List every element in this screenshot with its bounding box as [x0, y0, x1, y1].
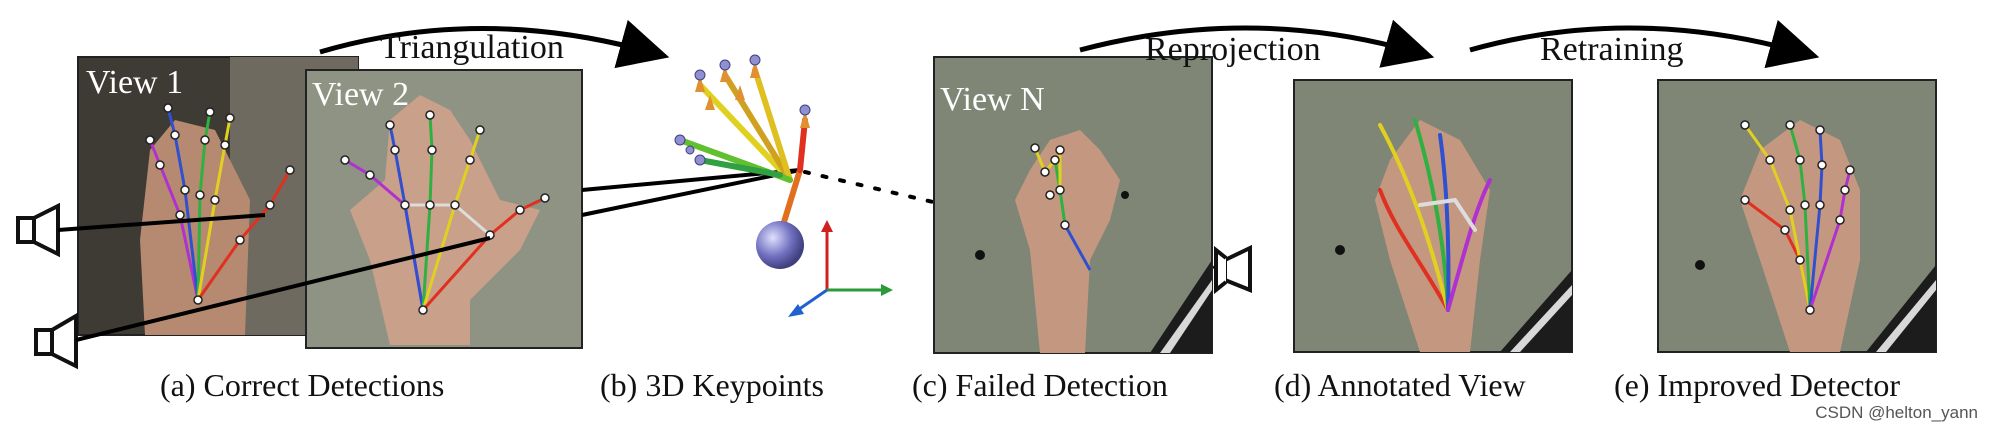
view-n-panel: View N — [933, 56, 1213, 354]
hand-shape — [1015, 130, 1120, 353]
annotated-view-panel — [1293, 79, 1573, 353]
axis-gizmo — [788, 220, 893, 317]
improved-detector-panel — [1657, 79, 1937, 353]
hand-skeleton-view-2 — [340, 110, 550, 315]
3d-keypoints-model — [674, 54, 811, 269]
view-2-panel: View 2 — [305, 69, 583, 349]
caption-c: (c) Failed Detection — [912, 367, 1168, 403]
hand-shape — [140, 120, 250, 335]
triangulation-label: Triangulation — [380, 29, 564, 66]
reprojection-arrow: Reprojection — [1079, 19, 1435, 68]
retraining-label: Retraining — [1540, 31, 1684, 68]
camera-icon — [1214, 244, 1252, 295]
hand-shape — [1740, 120, 1860, 352]
camera-icon — [34, 312, 78, 370]
caption-e: (e) Improved Detector — [1614, 367, 1900, 403]
camera-icon — [16, 202, 60, 258]
view-1-label: View 1 — [86, 64, 183, 101]
retraining-arrow: Retraining — [1469, 19, 1820, 69]
view-n-label: View N — [940, 81, 1045, 118]
reprojection-label: Reprojection — [1145, 31, 1321, 68]
view-2-label: View 2 — [312, 76, 409, 113]
triangulation-arrow: Triangulation — [319, 19, 670, 69]
caption-b: (b) 3D Keypoints — [600, 367, 824, 403]
watermark: CSDN @helton_yann — [1815, 403, 1978, 422]
reprojection-ray — [803, 170, 1217, 270]
hand-skeleton-view-1 — [145, 103, 295, 305]
caption-d: (d) Annotated View — [1274, 367, 1526, 403]
caption-a: (a) Correct Detections — [160, 367, 444, 403]
